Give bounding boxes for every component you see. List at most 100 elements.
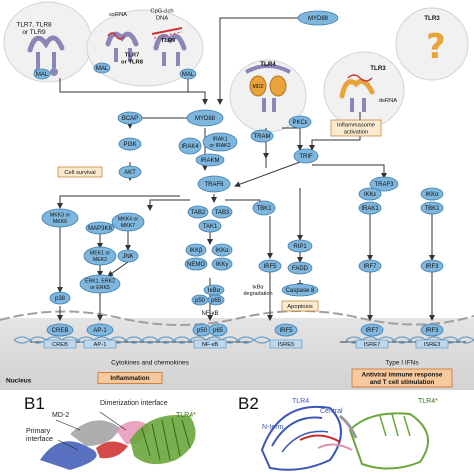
node-shape <box>111 212 145 232</box>
node-label: p38 <box>55 296 66 302</box>
node-label: MAL <box>96 66 109 72</box>
node-shape <box>49 291 71 305</box>
b2-tlr4-label: TLR4 <box>292 398 310 405</box>
endosome-tlr3 <box>323 51 405 129</box>
b2-tlr4star-label: TLR4* <box>418 398 438 405</box>
outcome-box-shape <box>281 300 319 312</box>
nuclear-tf-p65: p65 <box>208 323 228 337</box>
node-label: IKKα <box>425 192 439 198</box>
node-irf3: IRF3 <box>420 259 444 273</box>
node-shape <box>287 261 313 275</box>
nuclear-tf-label: CREB <box>52 328 69 334</box>
tlr3-question-icon: ? <box>426 27 446 67</box>
outcome-inflammation: Inflammation <box>97 372 163 384</box>
node-shape <box>85 221 115 235</box>
tlr4-receptor-icon <box>245 64 291 112</box>
outcome-box-label: Cell survival <box>64 170 95 176</box>
node-label: IRF7 <box>363 264 377 270</box>
node-jnk: JNK <box>117 249 139 263</box>
node-shape <box>186 109 224 127</box>
node-traf3: TRAF3 <box>369 176 399 192</box>
node-ikba: IκBα <box>203 284 225 296</box>
tlr78-receptor-icon <box>105 31 139 62</box>
nuclear-tf-irf5: IRF5 <box>274 323 298 337</box>
panel-b-structures: B1 B2 MD-2 Dimerization interface Primar… <box>0 390 474 474</box>
node-label: TRAF3 <box>374 182 394 188</box>
node-trif: TRIF <box>293 148 319 164</box>
panel-b-art <box>40 405 429 471</box>
node-label: IκBα <box>208 288 221 294</box>
node-shape <box>420 187 444 201</box>
node-akt: AKT <box>118 165 142 179</box>
promoter-nfkb-box <box>193 339 227 349</box>
node-label: TRAF6 <box>204 182 224 188</box>
node-label: RIP1 <box>293 244 307 250</box>
node-shape <box>211 257 233 271</box>
node-label: MAP3K8 <box>88 226 112 232</box>
promoter-isre3-box <box>415 339 449 349</box>
node-label: MYD88 <box>308 16 329 22</box>
node-shape <box>252 200 276 216</box>
node-label: TBK1 <box>424 206 440 212</box>
node-label: MAL <box>182 72 195 78</box>
node-shape <box>118 137 142 151</box>
receptor-label-tlr3-top: TLR3 <box>424 15 440 22</box>
nucleus-label: Nucleus <box>6 377 32 384</box>
b1-dimerization-label: Dimerization interface <box>100 400 168 407</box>
node-shape <box>358 201 382 215</box>
node-shape <box>281 283 319 297</box>
node-shape <box>420 259 444 273</box>
node-rip1: RIP1 <box>287 239 313 253</box>
node-shape <box>287 239 313 253</box>
b1-label: B1 <box>24 394 45 413</box>
nuclear-tf-label: p65 <box>213 328 224 334</box>
promoter-ap1-box <box>83 339 117 349</box>
node-fadd: FADD <box>287 261 313 275</box>
node-shape <box>187 205 209 219</box>
node-irf7: IRF7 <box>358 259 382 273</box>
promoter-isre3-label: ISRE3 <box>424 342 441 348</box>
node-shape <box>79 274 121 294</box>
nuclear-tf-label: IRF7 <box>365 328 379 334</box>
node-label: p65 <box>211 298 222 304</box>
node-label: IRAKM <box>200 158 219 164</box>
node-label: IRF3 <box>425 264 439 270</box>
node-label: BCAP <box>122 116 138 122</box>
node-label: IKKα <box>215 248 229 254</box>
node-shape <box>41 208 79 228</box>
node-label: IKKγ <box>216 262 229 268</box>
nuclear-tf-irf7: IRF7 <box>360 323 384 337</box>
nuclear-tf-shape <box>46 323 74 337</box>
node-label: FADD <box>292 266 309 272</box>
node-shape <box>179 68 197 80</box>
nuclear-tf-shape <box>86 323 114 337</box>
promoter-isre5-label: ISRE5 <box>278 342 295 348</box>
nuclear-tf-label: AP-1 <box>93 328 107 334</box>
node-mal3: MAL <box>179 68 197 80</box>
node-tram: TRAM <box>250 129 274 143</box>
node-tbk1-r: TBK1 <box>420 201 444 215</box>
promoter-isre7-box <box>355 339 389 349</box>
node-shape <box>33 68 51 80</box>
nfkb-caption: NF-κB <box>202 311 219 317</box>
promoter-creb-box <box>43 339 77 349</box>
node-tab3: TAB3 <box>211 205 233 219</box>
node-shape <box>185 243 207 257</box>
node-label: PI3K <box>123 142 136 148</box>
node-label: JNK <box>122 254 133 260</box>
promoter-isre5-box <box>269 339 303 349</box>
node-traf6: TRAF6 <box>197 175 231 193</box>
node-p50: p50 <box>191 294 209 306</box>
